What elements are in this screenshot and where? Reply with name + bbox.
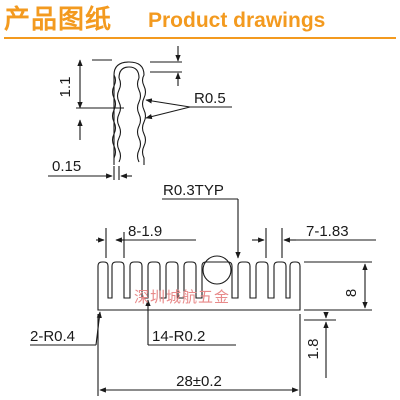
header: 产品图纸 Product drawings <box>0 0 400 42</box>
overall-width-label: 28±0.2 <box>176 373 222 390</box>
detail-height-label: 1.1 <box>57 77 74 98</box>
fin-left-wave <box>111 74 117 159</box>
right-pitch-label: 7-1.83 <box>306 223 349 240</box>
heatsink-outline <box>97 261 301 311</box>
fin-detail-view <box>48 46 232 180</box>
fin-top-arc-inner <box>118 66 140 79</box>
detail-radius-label: R0.5 <box>194 90 226 107</box>
fin-height-label: 8 <box>343 289 360 297</box>
title-underline <box>4 37 396 39</box>
corner-radius-label: 2-R0.4 <box>30 328 75 345</box>
top-radius-label: R0.3TYP <box>163 182 224 199</box>
title-english: Product drawings <box>148 9 326 32</box>
root-radius-label: 14-R0.2 <box>152 328 205 345</box>
heatsink-cross-section <box>30 198 376 396</box>
fin-profile-outline <box>113 61 147 165</box>
title-chinese: 产品图纸 <box>4 5 113 35</box>
left-pitch-label: 8-1.9 <box>128 223 162 240</box>
base-thickness-label: 1.8 <box>305 339 322 360</box>
fin-inner-wave-right <box>136 77 142 163</box>
watermark-text: 深圳城航五金 <box>134 289 230 306</box>
center-hole <box>202 255 232 285</box>
fin-inner-wave-left <box>116 77 122 163</box>
detail-thickness-label: 0.15 <box>52 158 81 175</box>
